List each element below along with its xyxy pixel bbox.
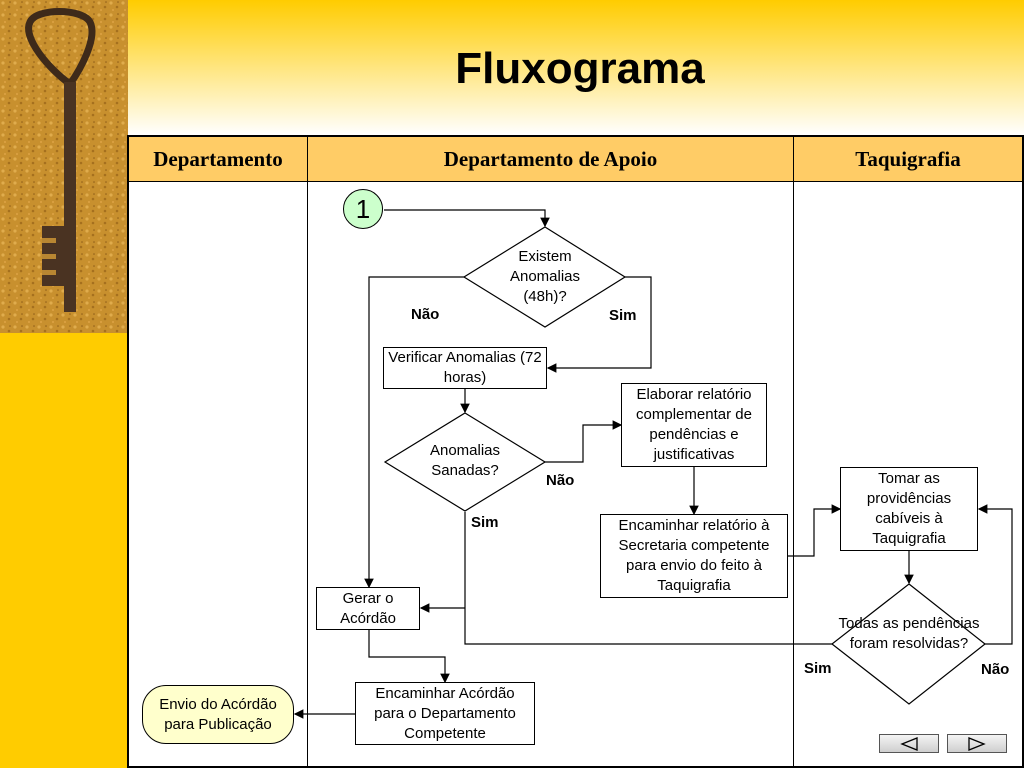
process-encaminhar-relatorio: Encaminhar relatório à Secretaria compet… <box>600 514 788 598</box>
process-gerar-acordao: Gerar o Acórdão <box>316 587 420 630</box>
next-slide-icon <box>968 736 986 751</box>
edge-label-nao: Não <box>546 472 575 489</box>
start-connector: 1 <box>343 189 383 229</box>
edge-label-sim: Sim <box>471 514 499 531</box>
edge-label-nao: Não <box>981 661 1010 678</box>
previous-slide-icon <box>900 736 918 751</box>
title-background <box>128 0 1024 135</box>
key-photo <box>0 0 128 333</box>
header-divider <box>129 181 1022 182</box>
decision-existem-anomalias-label: Existem Anomalias (48h)? <box>509 248 581 305</box>
lane-divider <box>307 137 308 768</box>
lane-header-departamento: Departamento <box>129 137 307 181</box>
process-encaminhar-acordao: Encaminhar Acórdão para o Departamento C… <box>355 682 535 745</box>
decision-todas-pendencias-label: Todas as pendências foram resolvidas? <box>838 615 980 652</box>
decision-existem-anomalias <box>462 226 627 328</box>
decision-anomalias-sanadas-label: Anomalias Sanadas? <box>429 442 501 479</box>
lane-divider <box>793 137 794 768</box>
next-slide-button[interactable] <box>947 734 1007 753</box>
edge-label-sim: Sim <box>609 307 637 324</box>
process-verificar-anomalias: Verificar Anomalias (72 horas) <box>383 347 547 389</box>
previous-slide-button[interactable] <box>879 734 939 753</box>
edge-label-sim: Sim <box>804 660 832 677</box>
edge-label-nao: Não <box>411 306 440 323</box>
page-title: Fluxograma <box>455 44 705 93</box>
decision-anomalias-sanadas <box>383 412 547 512</box>
decision-todas-pendencias <box>831 583 986 705</box>
lane-header-departamento-de-apoio: Departamento de Apoio <box>308 137 793 181</box>
process-tomar-providencias: Tomar as providências cabíveis à Taquigr… <box>840 467 978 551</box>
lane-header-taquigrafia: Taquigrafia <box>794 137 1022 181</box>
terminal-envio-acordao: Envio do Acórdão para Publicação <box>142 685 294 744</box>
process-elaborar-relatorio: Elaborar relatório complementar de pendê… <box>621 383 767 467</box>
